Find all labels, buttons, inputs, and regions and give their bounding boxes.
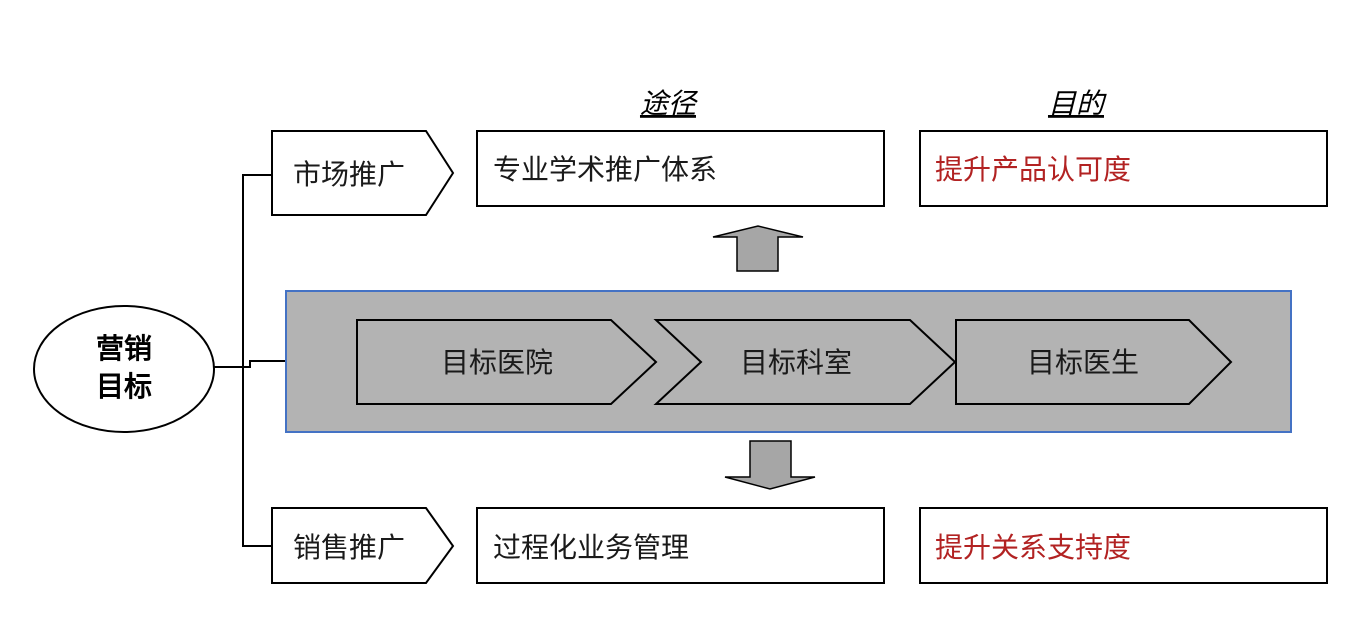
target-department-chevron <box>653 319 957 405</box>
relationship-support-label: 提升关系支持度 <box>935 531 1131 564</box>
process-management-label: 过程化业务管理 <box>493 531 689 564</box>
sales-promotion-label: 销售推广 <box>293 531 405 564</box>
process-management-box <box>476 507 885 584</box>
product-recognition-box <box>919 130 1328 207</box>
target-hospital-chevron <box>356 319 658 405</box>
connector-main <box>214 174 272 368</box>
header-approach: 途径 <box>640 87 699 120</box>
target-doctor-label: 目标医生 <box>1027 346 1139 379</box>
goal-node: 营销 目标 <box>33 305 215 433</box>
market-promotion-pentagon <box>271 130 455 216</box>
target-doctor-chevron <box>955 319 1233 405</box>
goal-ellipse <box>33 305 215 433</box>
goal-label-line1: 营销 <box>96 332 152 365</box>
down-arrow <box>724 440 816 490</box>
connector-band <box>243 360 286 368</box>
academic-system-box <box>476 130 885 207</box>
target-department-label: 目标科室 <box>740 346 852 379</box>
bottom-row: 销售推广 过程化业务管理 提升关系支持度 <box>271 507 1328 584</box>
header-purpose: 目的 <box>1048 87 1107 120</box>
target-hospital-label: 目标医院 <box>441 346 553 379</box>
connector-bottom <box>242 367 272 547</box>
top-row: 市场推广 专业学术推广体系 提升产品认可度 <box>271 130 1328 216</box>
product-recognition-label: 提升产品认可度 <box>935 153 1131 186</box>
academic-system-label: 专业学术推广体系 <box>493 153 717 186</box>
goal-label-line2: 目标 <box>96 370 152 403</box>
target-band: 目标医院 目标科室 目标医生 <box>285 290 1292 433</box>
market-promotion-label: 市场推广 <box>293 158 405 191</box>
sales-promotion-pentagon <box>271 507 455 584</box>
relationship-support-box <box>919 507 1328 584</box>
up-arrow <box>712 225 804 272</box>
connectors <box>214 174 286 547</box>
